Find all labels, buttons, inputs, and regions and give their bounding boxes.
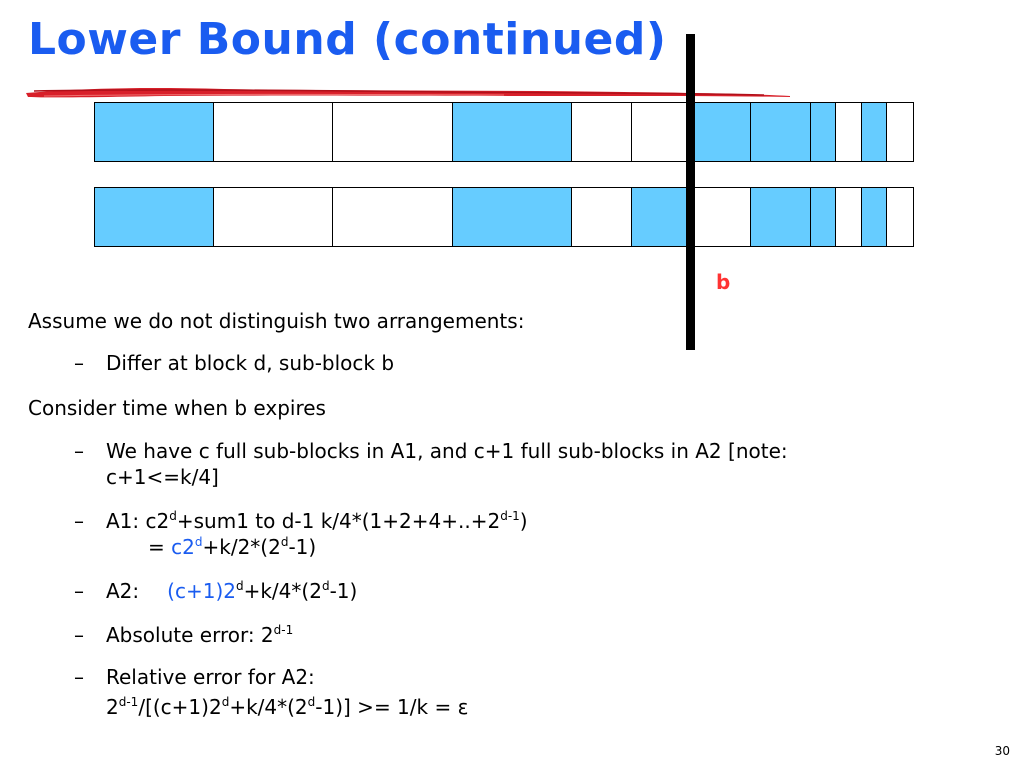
arrangement-a1-row: [94, 102, 914, 162]
dash-marker: –: [74, 579, 84, 603]
formula-sup: d: [280, 535, 289, 549]
formula-sup: d-1: [273, 623, 294, 637]
sub-block-cell: [332, 187, 454, 247]
sub-block-cell: [861, 187, 888, 247]
sub-block-cell: [886, 187, 914, 247]
dash-marker: –: [74, 439, 84, 463]
sub-block-cell: [452, 187, 573, 247]
sub-bullet-full-blocks: –We have c full sub-blocks in A1, and c+…: [74, 438, 788, 464]
formula-part: +k/4*(2: [229, 695, 308, 719]
sub-bullet-text: We have c full sub-blocks in A1, and c+1…: [106, 439, 788, 463]
formula-sup: d: [169, 509, 177, 523]
sub-block-b-label: b: [716, 270, 731, 294]
sub-block-boundary-line: [686, 34, 695, 350]
formula-highlight: (c+1)2: [167, 579, 236, 603]
formula-part: 2: [106, 695, 119, 719]
sub-bullet-a1: –A1: c2d+sum1 to d-1 k/4*(1+2+4+..+2d-1): [74, 508, 528, 534]
page-number: 30: [994, 744, 1010, 758]
sub-block-cell: [690, 102, 752, 162]
sub-block-cell: [835, 102, 863, 162]
title-underline-decoration: [26, 88, 790, 98]
formula-part: /[(c+1)2: [138, 695, 222, 719]
formula-sup: d: [307, 695, 316, 709]
formula-part: +k/4*(2: [243, 579, 322, 603]
sub-block-cell: [631, 102, 692, 162]
sub-block-cell: [886, 102, 914, 162]
sub-block-cell: [94, 187, 215, 247]
sub-block-cell: [213, 187, 334, 247]
dash-marker: –: [74, 623, 84, 647]
dash-marker: –: [74, 509, 84, 533]
sub-bullet-a2: –A2:(c+1)2d+k/4*(2d-1): [74, 578, 357, 604]
sub-block-cell: [810, 102, 837, 162]
sub-bullet-absolute-error: –Absolute error: 2d-1: [74, 622, 293, 648]
sub-bullet-relative-error-formula: 2d-1/[(c+1)2d+k/4*(2d-1)] >= 1/k = ε: [106, 694, 468, 720]
sub-block-cell: [571, 187, 633, 247]
formula-part: -1): [288, 535, 317, 559]
sub-bullet-text: Differ at block d, sub-block b: [106, 351, 395, 375]
formula-part: ): [519, 509, 528, 533]
sub-bullet-full-blocks-cont: c+1<=k/4]: [106, 465, 219, 489]
formula-part: Absolute error: 2: [106, 623, 274, 647]
formula-part: -1): [329, 579, 358, 603]
sub-block-cell: [750, 102, 812, 162]
formula-part: -1)] >= 1/k = ε: [315, 695, 469, 719]
sub-block-cell: [571, 102, 633, 162]
formula-highlight: c2: [171, 535, 195, 559]
formula-part: A1: c2: [106, 509, 170, 533]
sub-block-cell: [690, 187, 752, 247]
formula-sup: d: [221, 695, 230, 709]
sub-block-cell: [452, 102, 573, 162]
sub-block-cell: [810, 187, 837, 247]
arrangement-a2-row: [94, 187, 914, 247]
formula-sup: d: [321, 579, 330, 593]
formula-part: A2:: [106, 579, 140, 603]
dash-marker: –: [74, 665, 84, 689]
sub-block-cell: [835, 187, 863, 247]
formula-part: =: [148, 535, 172, 559]
sub-block-cell: [861, 102, 888, 162]
slide-title: Lower Bound (continued): [28, 14, 667, 65]
formula-sup: d-1: [500, 509, 520, 523]
formula-sup: d-1: [118, 695, 139, 709]
sub-block-cell: [332, 102, 454, 162]
formula-part: +sum1 to d-1 k/4*(1+2+4+..+2: [176, 509, 501, 533]
bullet-assume: Assume we do not distinguish two arrange…: [28, 309, 525, 333]
sub-block-cell: [750, 187, 812, 247]
sub-bullet-text: Relative error for A2:: [106, 665, 315, 689]
bullet-consider: Consider time when b expires: [28, 396, 326, 420]
dash-marker: –: [74, 351, 84, 375]
formula-sup: d: [194, 535, 203, 549]
formula-part: +k/2*(2: [202, 535, 281, 559]
sub-block-cell: [213, 102, 334, 162]
sub-bullet-a1-cont: = c2d+k/2*(2d-1): [148, 534, 316, 560]
sub-bullet-differ: –Differ at block d, sub-block b: [74, 350, 394, 376]
formula-sup: d: [235, 579, 244, 593]
sub-bullet-relative-error: –Relative error for A2:: [74, 664, 315, 690]
sub-block-cell: [631, 187, 692, 247]
sub-block-cell: [94, 102, 215, 162]
